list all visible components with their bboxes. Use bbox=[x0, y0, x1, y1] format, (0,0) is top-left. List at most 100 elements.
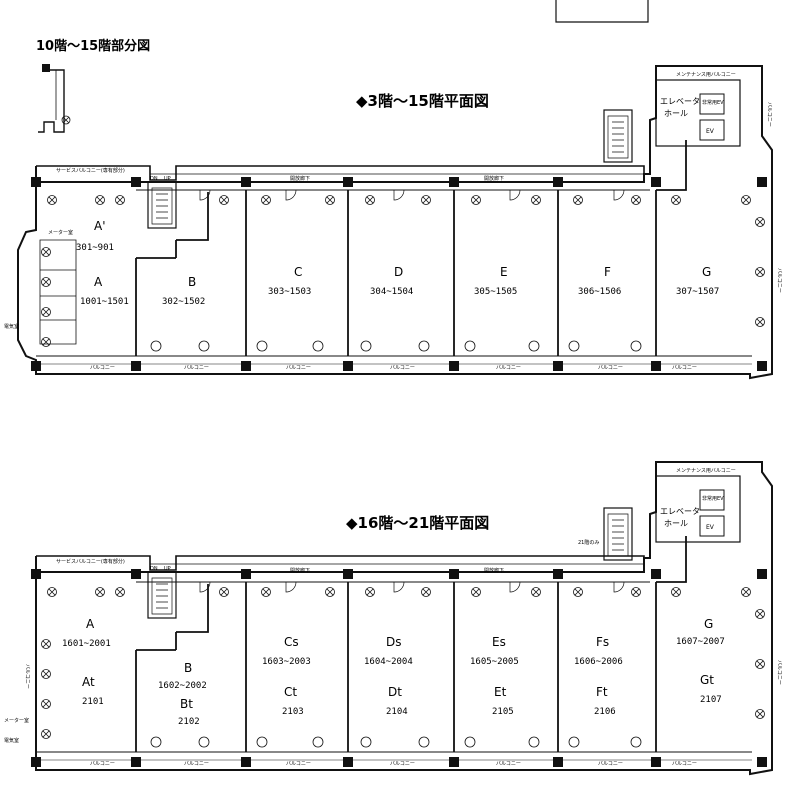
ceiling-light-icon bbox=[755, 659, 765, 669]
ceiling-light-icon bbox=[325, 587, 335, 597]
ceiling-light-icon bbox=[116, 196, 124, 204]
ceiling-light-icon bbox=[366, 588, 374, 596]
upper-corridor-1: 開放廊下 bbox=[290, 175, 310, 182]
lower-room-gt-name: Gt bbox=[700, 673, 714, 687]
ceiling-light-icon bbox=[366, 196, 374, 204]
ceiling-light-icon bbox=[42, 700, 50, 708]
lower-room-cs-name: Cs bbox=[284, 635, 299, 649]
structural-column bbox=[651, 569, 661, 579]
structural-column bbox=[553, 569, 563, 579]
lower-room-es-name: Es bbox=[492, 635, 506, 649]
ceiling-light-icon bbox=[41, 729, 51, 739]
floor-fixture-icon bbox=[360, 736, 372, 748]
ceiling-light-icon bbox=[631, 587, 641, 597]
structural-column bbox=[131, 757, 141, 767]
upper-stair-dn: DN bbox=[150, 176, 158, 182]
lower-elevator-hall-1: エレベータ bbox=[660, 507, 700, 516]
structural-column bbox=[343, 177, 353, 187]
lower-room-ct-range: 2103 bbox=[282, 707, 304, 717]
door-swing bbox=[199, 189, 211, 201]
ceiling-light-icon bbox=[219, 195, 229, 205]
structural-column bbox=[651, 361, 661, 371]
upper-outer-wall bbox=[17, 65, 773, 380]
floor-fixture-icon bbox=[150, 340, 162, 352]
ceiling-light-icon bbox=[472, 196, 480, 204]
lower-stair-dn: DN bbox=[150, 566, 158, 572]
lower-meter-box: メーター室 bbox=[4, 717, 29, 724]
ceiling-light-icon bbox=[756, 710, 764, 718]
structural-column bbox=[31, 361, 41, 371]
upper-balcony-1: バルコニー bbox=[90, 365, 115, 371]
lower-balcony-2: バルコニー bbox=[184, 761, 209, 767]
structural-column bbox=[553, 757, 563, 767]
ceiling-light-icon bbox=[42, 640, 50, 648]
ceiling-light-icon bbox=[573, 587, 583, 597]
upper-balcony-4: バルコニー bbox=[390, 365, 415, 371]
lower-balcony-7: バルコニー bbox=[672, 761, 697, 767]
door-swing bbox=[613, 189, 625, 201]
ceiling-light-icon bbox=[96, 588, 104, 596]
lower-room-ft-name: Ft bbox=[596, 685, 608, 699]
structural-column bbox=[757, 569, 767, 579]
lower-stair bbox=[147, 571, 177, 619]
ceiling-light-icon bbox=[422, 196, 430, 204]
ceiling-light-icon bbox=[219, 587, 229, 597]
structural-column bbox=[241, 569, 251, 579]
ceiling-light-icon bbox=[96, 196, 104, 204]
structural-column bbox=[343, 569, 353, 579]
floor-fixture-icon bbox=[568, 340, 580, 352]
floor-fixture-icon bbox=[464, 736, 476, 748]
ceiling-light-icon bbox=[755, 709, 765, 719]
lower-side-balcony: バルコニー bbox=[776, 660, 782, 685]
lower-balcony-1: バルコニー bbox=[90, 761, 115, 767]
upper-stair-up: UP bbox=[164, 176, 171, 182]
lower-room-at-name: At bbox=[82, 675, 95, 689]
upper-room-a-prime-name: A' bbox=[94, 219, 106, 233]
ceiling-light-icon bbox=[672, 196, 680, 204]
ceiling-light-icon bbox=[471, 195, 481, 205]
structural-column bbox=[241, 757, 251, 767]
upper-room-a-range: 1001~1501 bbox=[80, 297, 129, 307]
structural-column bbox=[131, 569, 141, 579]
upper-room-a-prime-range: 301~901 bbox=[76, 243, 114, 253]
floor-fixture-icon bbox=[312, 340, 324, 352]
ceiling-light-icon bbox=[220, 588, 228, 596]
ceiling-light-icon bbox=[756, 610, 764, 618]
ceiling-light-icon bbox=[671, 587, 681, 597]
lower-balcony-5: バルコニー bbox=[496, 761, 521, 767]
upper-floor-plan: ◆3階～15階平面図 DN UP 非常用EV EV エレベータ ホール メンテナ… bbox=[4, 65, 782, 380]
floor-fixture-icon bbox=[528, 736, 540, 748]
upper-balcony-6: バルコニー bbox=[598, 365, 623, 371]
door-swing bbox=[285, 189, 297, 201]
structural-column bbox=[343, 361, 353, 371]
structural-column bbox=[449, 361, 459, 371]
ceiling-light-icon bbox=[531, 195, 541, 205]
structural-column bbox=[31, 569, 41, 579]
ceiling-light-icon bbox=[261, 587, 271, 597]
structural-column bbox=[31, 177, 41, 187]
ceiling-light-icon bbox=[755, 217, 765, 227]
ceiling-light-icon bbox=[42, 248, 50, 256]
ceiling-light-icon bbox=[532, 588, 540, 596]
structural-column bbox=[241, 361, 251, 371]
upper-room-g-name: G bbox=[702, 265, 711, 279]
ceiling-light-icon bbox=[756, 318, 764, 326]
floor-fixture-icon bbox=[198, 340, 210, 352]
upper-room-f-name: F bbox=[604, 265, 611, 279]
upper-balcony-7: バルコニー bbox=[672, 365, 697, 371]
lower-room-at-range: 2101 bbox=[82, 697, 104, 707]
ceiling-light-icon bbox=[41, 699, 51, 709]
ceiling-light-icon bbox=[48, 196, 56, 204]
ceiling-light-icon bbox=[262, 588, 270, 596]
upper-elevator-hall-1: エレベータ bbox=[660, 97, 700, 106]
structural-column bbox=[757, 177, 767, 187]
ceiling-light-icon bbox=[325, 195, 335, 205]
ceiling-light-icon bbox=[756, 660, 764, 668]
lower-service-balcony: サービスバルコニー(専有部分) bbox=[56, 558, 125, 565]
ceiling-light-icon bbox=[47, 587, 57, 597]
ceiling-light-icon bbox=[574, 196, 582, 204]
ceiling-light-icon bbox=[326, 588, 334, 596]
partial-plan-fragment bbox=[38, 64, 71, 133]
ceiling-light-icon bbox=[220, 196, 228, 204]
upper-room-a-name: A bbox=[94, 275, 103, 289]
